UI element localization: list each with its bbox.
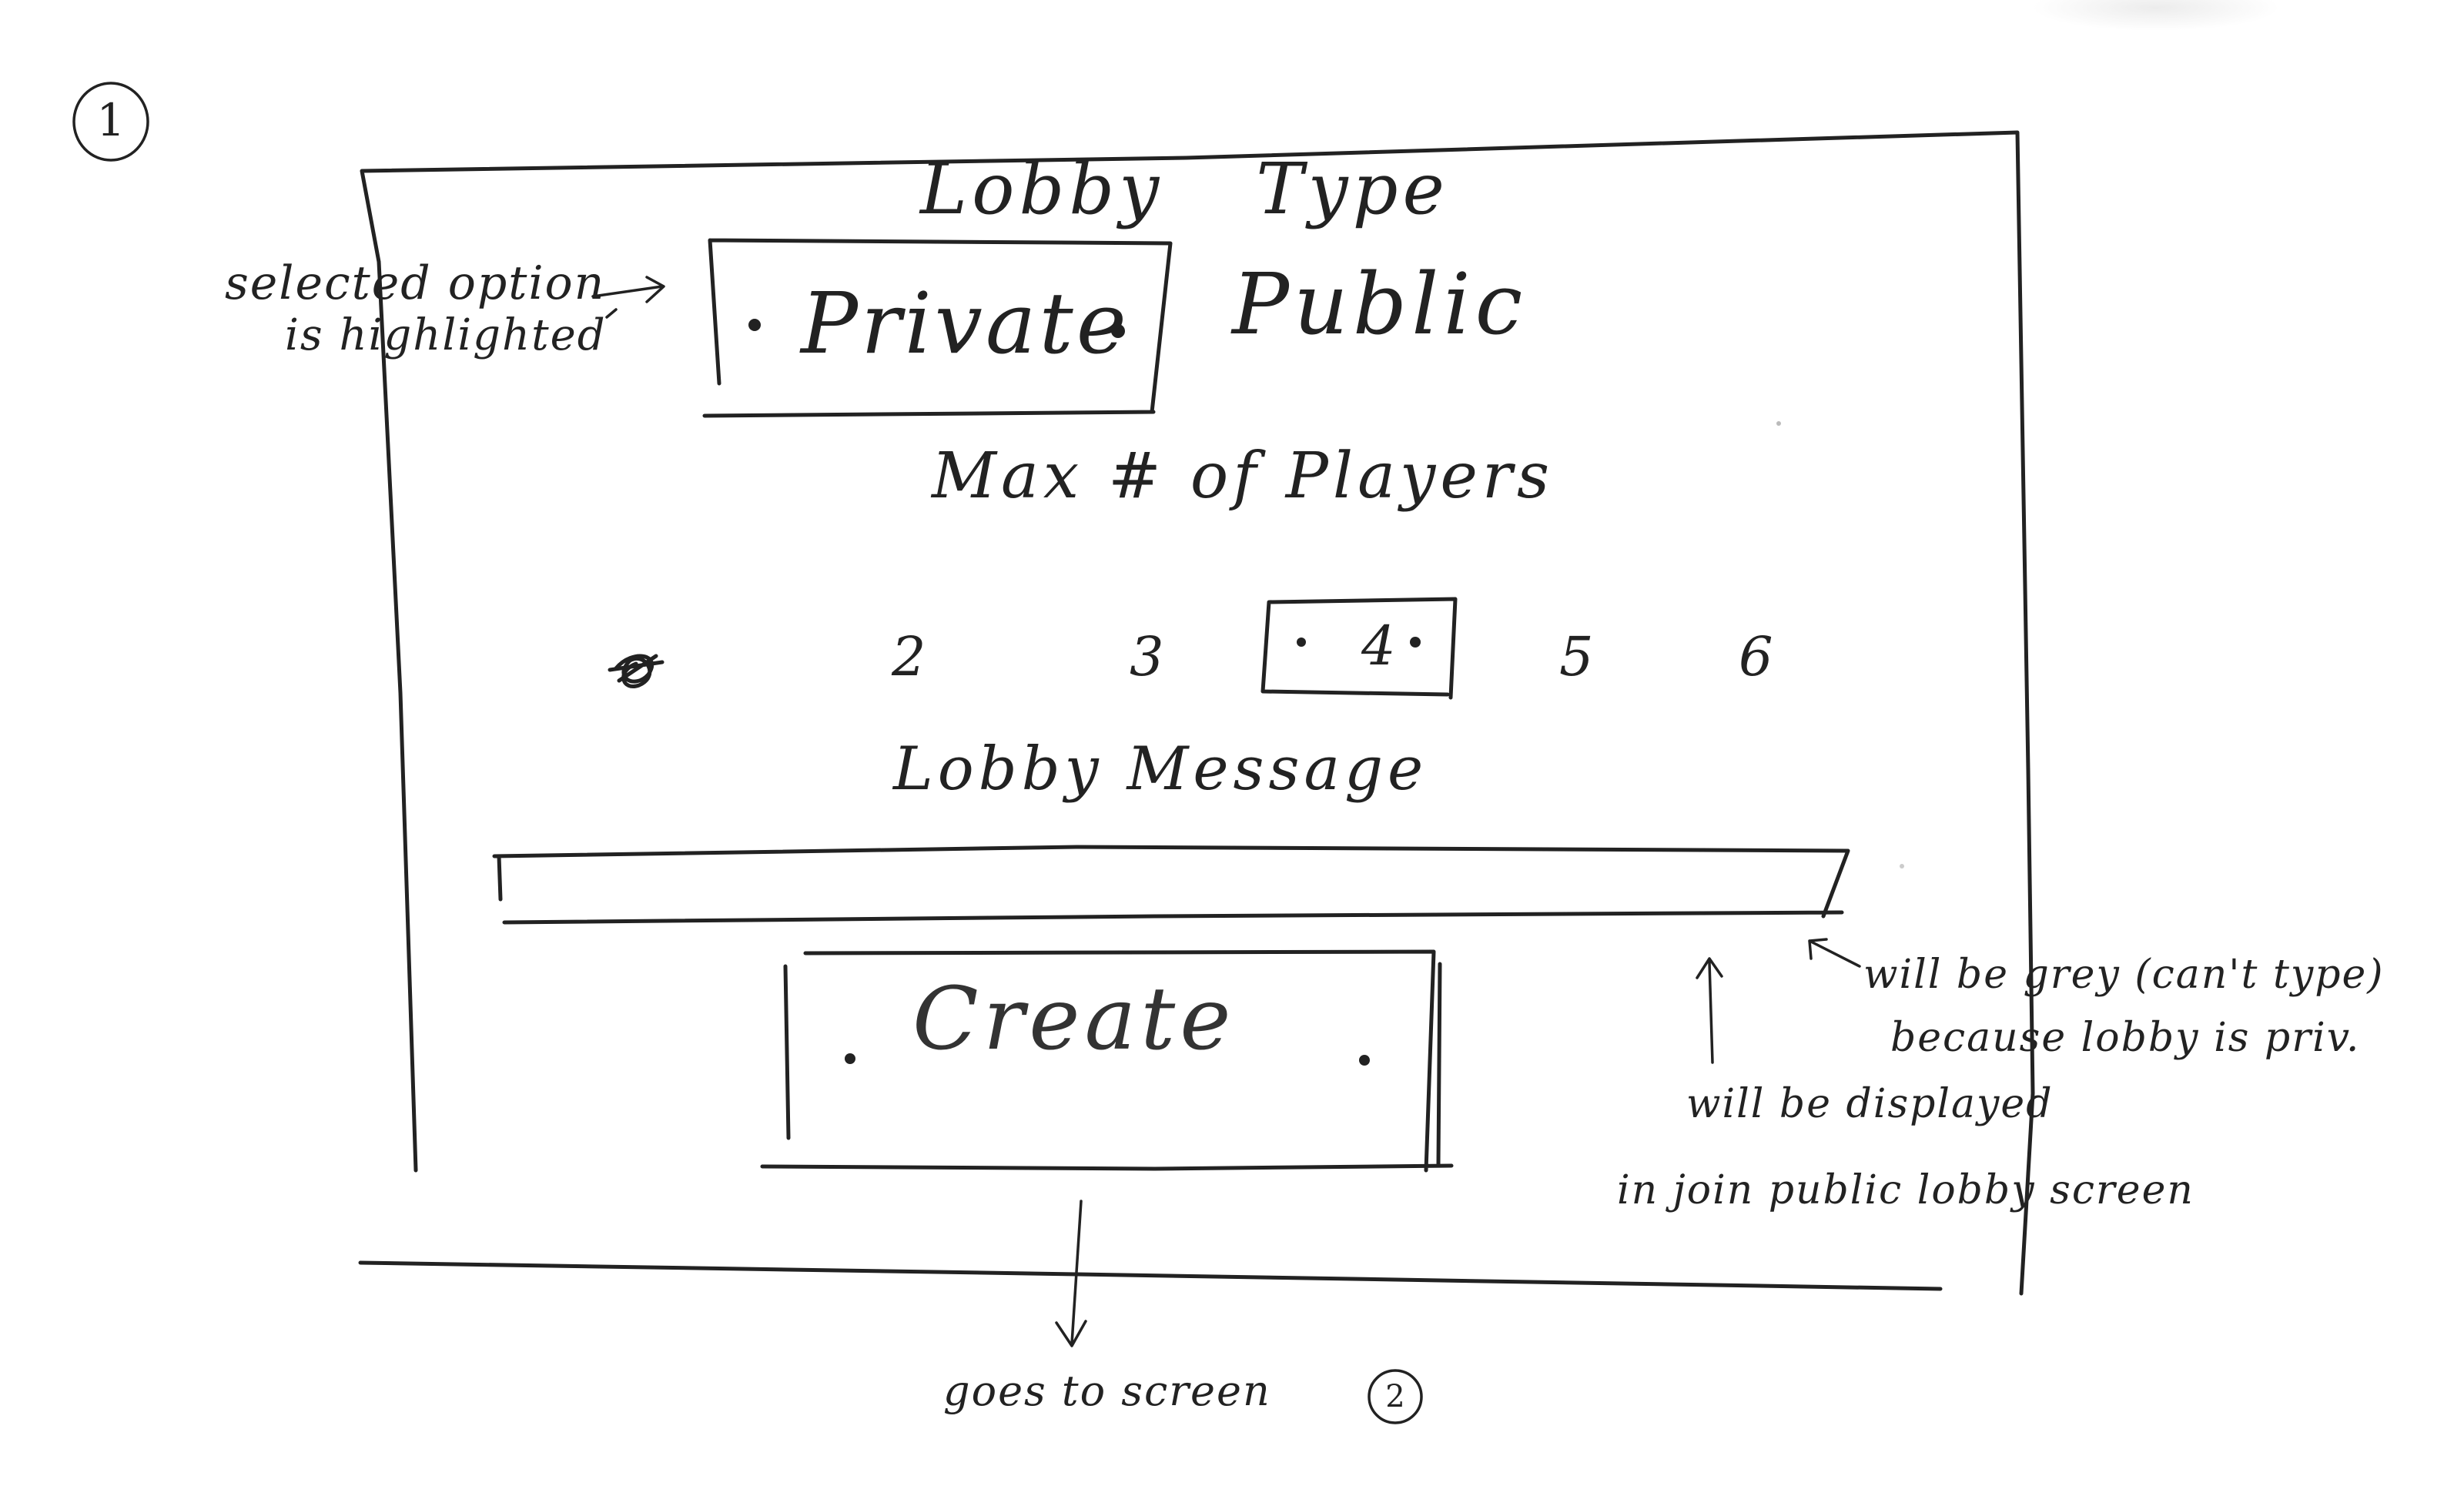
annotation-grey-line1: will be grey (can't type) [1863, 952, 2385, 998]
private-box-dot-left [748, 319, 761, 331]
annotation-selected-line2: is highlighted [285, 310, 607, 360]
grey-note-arrow [1808, 938, 1861, 968]
option-4-selected-box [1260, 597, 1458, 700]
annotation-goes-to: goes to screen [943, 1367, 1271, 1415]
option-4-dot-right [1410, 637, 1421, 648]
lobby-message-heading: Lobby Message [893, 735, 1428, 804]
selected-note-tail [605, 308, 618, 319]
create-button-outline [760, 949, 1454, 1173]
create-button-label: Create [912, 969, 1236, 1069]
goes-to-screen-circle [1368, 1369, 1423, 1424]
lobby-message-input[interactable] [508, 861, 1817, 912]
max-players-heading: Max # of Players [932, 440, 1555, 513]
lobby-type-heading-word1: Lobby [920, 148, 1164, 230]
max-players-option-3[interactable]: 3 [1130, 625, 1164, 688]
selected-note-arrow [591, 276, 665, 303]
private-box-dot-right [1111, 324, 1125, 338]
pencil-speck-1 [1776, 421, 1781, 426]
screen-number-circle [72, 82, 149, 162]
annotation-selected-line1: selected option [225, 256, 606, 310]
max-players-option-4[interactable]: 4 [1361, 614, 1396, 678]
max-players-option-2[interactable]: 2 [892, 625, 926, 688]
option-4-dot-left [1297, 638, 1306, 647]
create-button-dot-right [1359, 1055, 1370, 1066]
lobby-type-heading-word2: Type [1256, 148, 1449, 230]
scribbled-option-1 [608, 654, 665, 688]
annotation-displayed-line1: will be displayed [1686, 1081, 2054, 1127]
screen-number: 1 [96, 94, 126, 146]
max-players-option-5[interactable]: 5 [1559, 625, 1594, 688]
lobby-type-private-option[interactable]: Private [801, 274, 1130, 373]
screen-frame [358, 130, 2035, 1296]
annotation-grey-line2: because lobby is priv. [1890, 1015, 2361, 1061]
lobby-message-input-outline [492, 845, 1850, 925]
create-button-dot-left [845, 1053, 855, 1064]
create-to-screen-arrow [1055, 1200, 1087, 1347]
displayed-note-arrow [1696, 957, 1723, 1064]
annotation-displayed-line2: in join public lobby screen [1617, 1167, 2194, 1213]
lobby-type-public-option[interactable]: Public [1232, 255, 1528, 353]
private-selected-box [702, 238, 1173, 418]
max-players-option-6[interactable]: 6 [1739, 625, 1773, 688]
pencil-speck-2 [1900, 864, 1904, 868]
annotation-goes-to-screen-number: 2 [1385, 1379, 1405, 1414]
